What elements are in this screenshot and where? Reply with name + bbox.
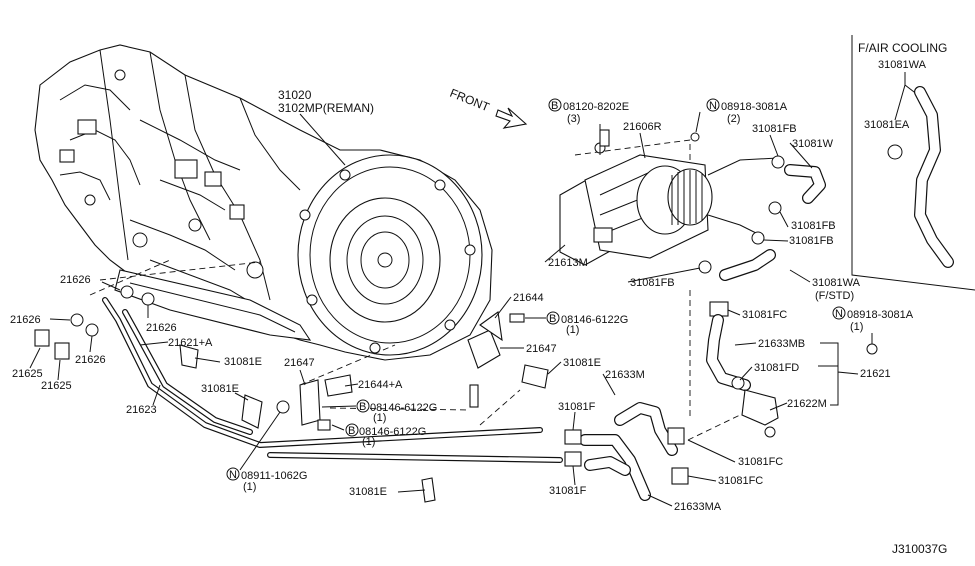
label-31081fb-1: 31081FB	[752, 123, 797, 135]
label-31020: 31020	[278, 88, 312, 102]
label-08911-1062g: 08911-1062G	[241, 470, 307, 482]
nut-marker-1: N	[709, 100, 717, 112]
label-3102mp: 3102MP(REMAN)	[278, 101, 374, 115]
label-08918-3081a-top: 08918-3081A	[721, 101, 788, 113]
label-31081e-3: 31081E	[201, 383, 239, 395]
inset-label-31081ea: 31081EA	[864, 119, 910, 131]
label-08146-a-qty: (1)	[566, 324, 579, 336]
label-31081e-4: 31081E	[349, 486, 387, 498]
label-31081fb-2: 31081FB	[791, 220, 836, 232]
label-31081fc-2: 31081FC	[738, 456, 783, 468]
label-21644a: 21644+A	[358, 379, 403, 391]
label-08146-6122g-b: 08146-6122G	[370, 402, 437, 414]
bolt-marker-1: B	[551, 100, 558, 112]
label-31081e-1: 31081E	[563, 357, 601, 369]
label-21613m: 21613M	[548, 257, 588, 269]
oil-cooler-tubes	[89, 259, 563, 463]
bolt-marker-2: B	[549, 313, 556, 325]
diagram-id: J310037G	[892, 542, 947, 556]
label-21633mb: 21633MB	[758, 338, 805, 350]
inset-air-cooling: F/AIR COOLING 31081WA 31081EA	[851, 35, 975, 291]
label-31081f-1: 31081F	[558, 401, 596, 413]
label-08918-right-qty: (1)	[850, 321, 863, 333]
cooler-hoses	[698, 155, 878, 438]
label-08120-8202e: 08120-8202E	[563, 101, 629, 113]
label-21626-4: 21626	[75, 354, 106, 366]
nut-marker-2: N	[835, 308, 843, 320]
label-21633m: 21633M	[605, 369, 645, 381]
front-arrow: FRONT	[448, 86, 528, 129]
transmission-assembly	[34, 44, 493, 361]
label-31081wa: 31081WA	[812, 277, 861, 289]
label-21622m: 21622M	[787, 398, 827, 410]
label-31081fb-4: 31081FB	[630, 277, 675, 289]
label-31081w: 31081W	[792, 138, 834, 150]
label-31081fc-1: 31081FC	[742, 309, 787, 321]
bolt-marker-4: B	[348, 425, 355, 437]
label-31081f-2: 31081F	[549, 485, 587, 497]
leader-lines	[29, 111, 873, 507]
hardware	[34, 129, 610, 503]
bolt-marker-3: B	[359, 401, 366, 413]
label-08120-qty: (3)	[567, 113, 580, 125]
label-08146-6122g-c: 08146-6122G	[359, 426, 426, 438]
label-08146-c-qty: (1)	[362, 436, 375, 448]
label-21647-2: 21647	[284, 357, 315, 369]
label-21633ma: 21633MA	[674, 501, 722, 513]
label-21626-3: 21626	[146, 322, 177, 334]
callout-markers: B N B N B B N	[226, 98, 846, 481]
front-label: FRONT	[448, 86, 492, 115]
label-08146-b-qty: (1)	[373, 412, 386, 424]
label-21623: 21623	[126, 404, 157, 416]
label-21625-2: 21625	[41, 380, 72, 392]
oil-cooler-assembly	[559, 132, 713, 266]
label-21625-1: 21625	[12, 368, 43, 380]
label-31081fb-3: 31081FB	[789, 235, 834, 247]
label-21626-1: 21626	[60, 274, 91, 286]
label-21647-1: 21647	[526, 343, 557, 355]
label-08918-3081a-right: 08918-3081A	[847, 309, 914, 321]
label-21621a: 21621+A	[168, 337, 213, 349]
nut-marker-3: N	[229, 469, 237, 481]
label-31081fd: 31081FD	[754, 362, 799, 374]
label-21644: 21644	[513, 292, 544, 304]
label-21626-2: 21626	[10, 314, 41, 326]
label-08911-qty: (1)	[243, 481, 256, 493]
label-31081fc-3: 31081FC	[718, 475, 763, 487]
label-31081wa-note: (F/STD)	[815, 290, 854, 302]
label-08146-6122g-a: 08146-6122G	[561, 314, 628, 326]
label-21606r: 21606R	[623, 121, 662, 133]
label-31081e-2: 31081E	[224, 356, 262, 368]
label-08918-top-qty: (2)	[727, 113, 740, 125]
label-21621: 21621	[860, 368, 891, 380]
inset-label-31081wa: 31081WA	[878, 59, 927, 71]
inset-title: F/AIR COOLING	[858, 41, 947, 55]
